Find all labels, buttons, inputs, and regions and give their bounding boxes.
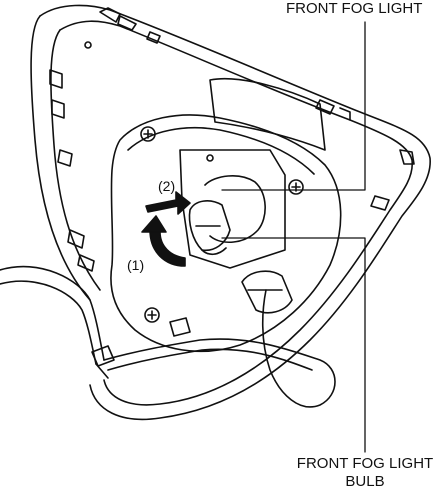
label-front-fog-light-bulb: FRONT FOG LIGHT BULB — [292, 455, 438, 491]
harness-left — [0, 265, 105, 361]
harness-connector — [241, 270, 293, 314]
label-bulb-line-2: BULB — [345, 473, 385, 490]
rotate-arrow-head — [141, 215, 167, 233]
bezel-left-inner — [50, 29, 101, 291]
socket-ring — [204, 175, 266, 243]
harness-left-2 — [0, 280, 97, 365]
label-bulb-line-1: FRONT FOG LIGHT — [296, 455, 434, 472]
bezel-left-side — [30, 15, 91, 301]
bezel-outer-edge — [39, 4, 431, 421]
step-label-1: (1) — [127, 257, 145, 273]
rotate-arrow-icon — [149, 229, 186, 267]
socket-bracket — [179, 149, 286, 269]
leader-line-bulb — [221, 237, 366, 453]
housing-back-panel — [209, 77, 326, 151]
screw-bottom — [144, 307, 160, 323]
harness-main-2 — [107, 348, 313, 371]
bezel-inner-edge — [59, 20, 414, 406]
leader-line-fog-light — [221, 21, 366, 191]
pull-arrow-icon — [145, 191, 191, 215]
screw-right — [288, 179, 304, 195]
screw-top — [140, 126, 156, 142]
harness-clip-bottom — [169, 317, 191, 337]
lamp-housing — [110, 114, 342, 353]
small-hole — [206, 154, 214, 162]
harness-main — [103, 289, 336, 408]
bezel-clips — [49, 7, 415, 272]
lamp-housing-rim — [127, 127, 315, 175]
bulb — [188, 200, 231, 256]
step-label-2: (2) — [158, 178, 176, 194]
harness-clip-left — [91, 345, 115, 379]
label-front-fog-light: FRONT FOG LIGHT — [286, 0, 423, 17]
